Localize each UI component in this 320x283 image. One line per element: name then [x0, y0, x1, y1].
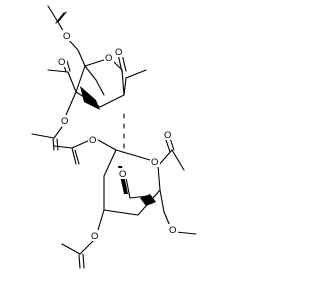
- top-ring-wedge: [80, 86, 100, 110]
- oxygen-mid-left: O: [61, 116, 68, 127]
- atom-labels: O O O O O O O O O O O: [57, 30, 178, 242]
- oxygen-methoxy: O: [169, 225, 176, 236]
- oxygen-acetyl-top: O: [63, 31, 70, 42]
- oxygen-mid-acetyl: O: [89, 135, 96, 146]
- chemical-structure: O O O O O O O O O O O: [31, 5, 197, 269]
- oxygen-top-left: O: [58, 57, 65, 68]
- bottom-ring-wedge-right: [140, 194, 156, 206]
- oxygen-bottom-center: O: [119, 169, 126, 180]
- oxygen-top-right: O: [115, 47, 122, 58]
- oxygen-bottom-right: O: [164, 130, 171, 141]
- oxygen-ring-bottom: O: [151, 157, 158, 168]
- bottom-ring-bonds: [53, 137, 197, 269]
- oxygen-bottom-left: O: [91, 231, 98, 242]
- top-ring-bonds: [31, 5, 147, 151]
- oxygen-ring-top: O: [105, 53, 112, 64]
